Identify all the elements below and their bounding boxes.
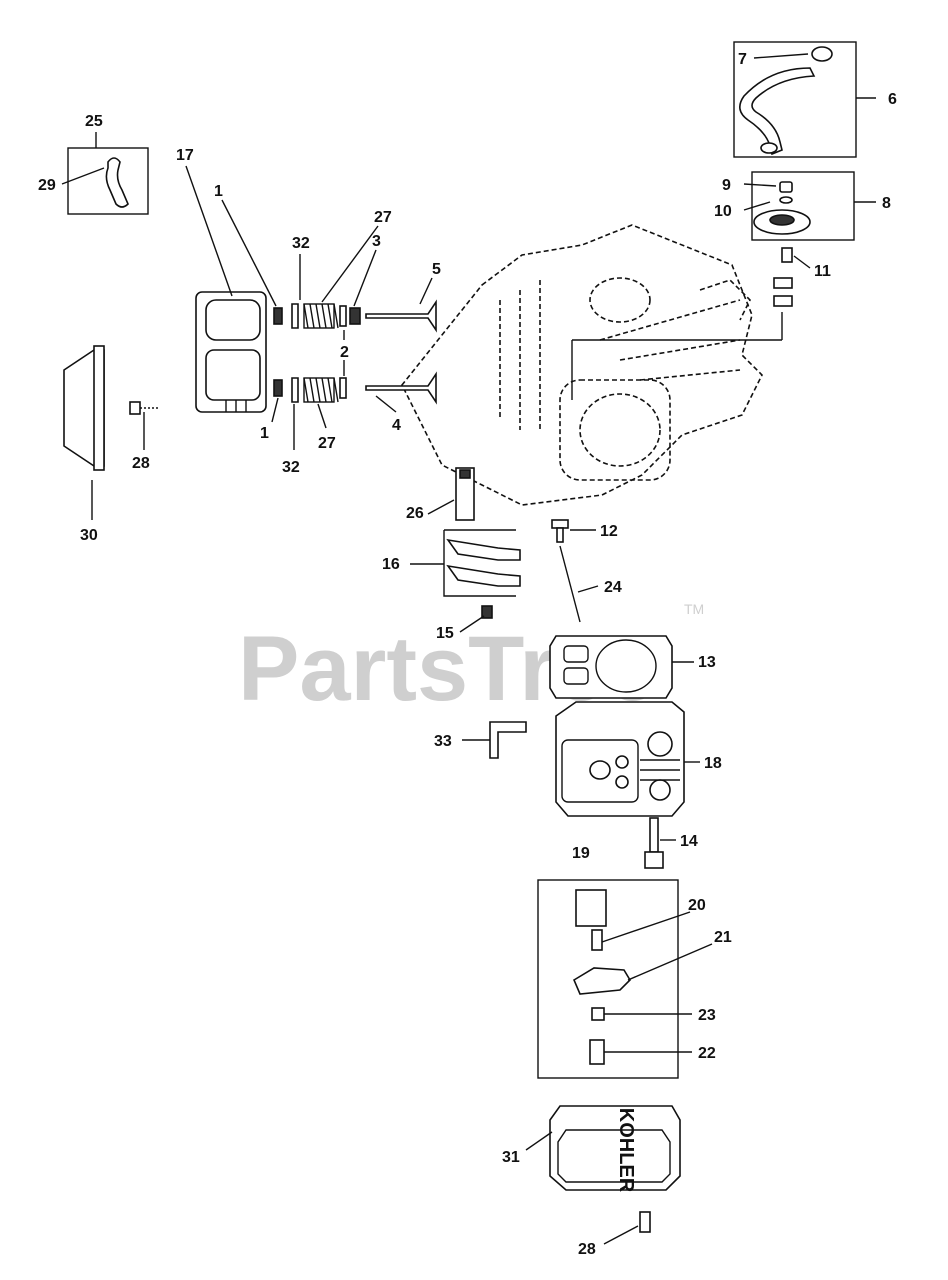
part-5-exhaust-valve[interactable] — [365, 299, 437, 333]
callout-6[interactable]: 6 — [888, 91, 897, 108]
part-14-head-bolt-head — [644, 851, 664, 869]
part-27-spring-upper[interactable] — [303, 303, 339, 329]
hose-end — [760, 142, 778, 154]
callout-28-upper[interactable]: 28 — [132, 455, 150, 472]
part-9-grommet[interactable] — [779, 181, 793, 193]
callout-15[interactable]: 15 — [436, 625, 454, 642]
callout-24[interactable]: 24 — [604, 579, 622, 596]
part-2-seal-upper[interactable] — [339, 305, 347, 327]
callout-labels: 25 29 17 1 32 27 3 5 2 4 1 32 27 28 30 7… — [38, 51, 897, 1258]
callout-27-lower[interactable]: 27 — [318, 435, 336, 452]
callout-27-upper[interactable]: 27 — [374, 209, 392, 226]
part-32-retainer-upper[interactable] — [291, 303, 299, 329]
box-group-8 — [751, 171, 855, 241]
part-26-guide-block[interactable] — [455, 467, 475, 521]
callout-17[interactable]: 17 — [176, 147, 194, 164]
part-1-keeper-upper[interactable] — [273, 307, 283, 325]
part-18-cylinder-head[interactable] — [555, 701, 685, 817]
part-4-intake-valve[interactable] — [365, 371, 437, 405]
part-28-bolt-head[interactable] — [129, 401, 141, 415]
callout-25[interactable]: 25 — [85, 113, 103, 130]
callout-23[interactable]: 23 — [698, 1007, 716, 1024]
callout-11[interactable]: 11 — [814, 263, 831, 280]
callout-7[interactable]: 7 — [738, 51, 747, 68]
part-21-rocker-arm[interactable] — [572, 967, 632, 995]
part-14-head-bolt-shank[interactable] — [649, 817, 659, 853]
leader-lines — [61, 53, 876, 1245]
callout-19[interactable]: 19 — [572, 845, 590, 862]
part-29-breather-tube[interactable] — [105, 157, 129, 208]
callout-12[interactable]: 12 — [600, 523, 618, 540]
part-28-cover-bolt[interactable] — [639, 1211, 651, 1233]
box-group-16 — [443, 529, 516, 597]
part-12-adjuster-head[interactable] — [551, 519, 569, 529]
part-31-valve-cover[interactable]: KOHLER — [549, 1105, 681, 1193]
watermark-trademark: TM — [684, 601, 704, 617]
part-11-reed-valve[interactable] — [781, 247, 793, 263]
callout-30[interactable]: 30 — [80, 527, 98, 544]
part-33-bracket[interactable] — [489, 721, 527, 759]
callout-20[interactable]: 20 — [688, 897, 706, 914]
crankcase-reference-outline — [401, 224, 783, 506]
part-11-reed-stop — [773, 295, 793, 307]
callout-13[interactable]: 13 — [698, 654, 716, 671]
part-23-pivot[interactable] — [591, 1007, 605, 1021]
callout-31[interactable]: 31 — [502, 1149, 520, 1166]
part-15-bolt[interactable] — [481, 605, 493, 619]
box-group-19 — [537, 879, 679, 1079]
callout-33[interactable]: 33 — [434, 733, 452, 750]
part-30-flange — [93, 345, 105, 471]
part-13-head-gasket[interactable] — [549, 635, 673, 699]
part-7-clamp[interactable] — [811, 46, 833, 62]
callout-14[interactable]: 14 — [680, 833, 698, 850]
callout-26[interactable]: 26 — [406, 505, 424, 522]
part-32-retainer-lower[interactable] — [291, 377, 299, 403]
callout-29[interactable]: 29 — [38, 177, 56, 194]
callout-10[interactable]: 10 — [714, 203, 732, 220]
callout-32-lower[interactable]: 32 — [282, 459, 300, 476]
callout-32-upper[interactable]: 32 — [292, 235, 310, 252]
callout-9[interactable]: 9 — [722, 177, 731, 194]
part-6-hose[interactable] — [739, 67, 816, 156]
part-11-reed-plate — [773, 277, 793, 289]
box-group-6 — [733, 41, 857, 158]
callout-5[interactable]: 5 — [432, 261, 441, 278]
part-27-spring-lower[interactable] — [303, 377, 339, 403]
callout-22[interactable]: 22 — [698, 1045, 716, 1062]
callout-21[interactable]: 21 — [714, 929, 732, 946]
part-24-push-rod[interactable] — [559, 545, 581, 623]
guide-block-top — [459, 469, 471, 479]
part-16-guide-plate-lower[interactable] — [446, 564, 521, 587]
part-16-guide-plate-upper[interactable] — [446, 538, 521, 561]
part-20-rocker-stud[interactable] — [591, 929, 603, 951]
part-17-cylinder-head[interactable] — [195, 291, 267, 413]
valve-cover-emblem: KOHLER — [615, 1108, 637, 1193]
callout-8[interactable]: 8 — [882, 195, 891, 212]
part-19-rocker-plate[interactable] — [575, 889, 607, 927]
part-3-valve-seal[interactable] — [349, 307, 361, 325]
callout-1-lower[interactable]: 1 — [260, 425, 269, 442]
callout-28-lower[interactable]: 28 — [578, 1241, 596, 1258]
part-2-seal-lower[interactable] — [339, 377, 347, 399]
callout-2[interactable]: 2 — [340, 344, 349, 361]
callout-1-upper[interactable]: 1 — [214, 183, 223, 200]
callout-3[interactable]: 3 — [372, 233, 381, 250]
callout-4[interactable]: 4 — [392, 417, 401, 434]
breather-cover-center — [769, 214, 795, 226]
part-22-adjuster-nut[interactable] — [589, 1039, 605, 1065]
part-9-washer — [779, 196, 793, 204]
callout-18[interactable]: 18 — [704, 755, 722, 772]
part-12-adjuster-shank — [556, 527, 564, 543]
callout-16[interactable]: 16 — [382, 556, 400, 573]
part-1-keeper-lower[interactable] — [273, 379, 283, 397]
